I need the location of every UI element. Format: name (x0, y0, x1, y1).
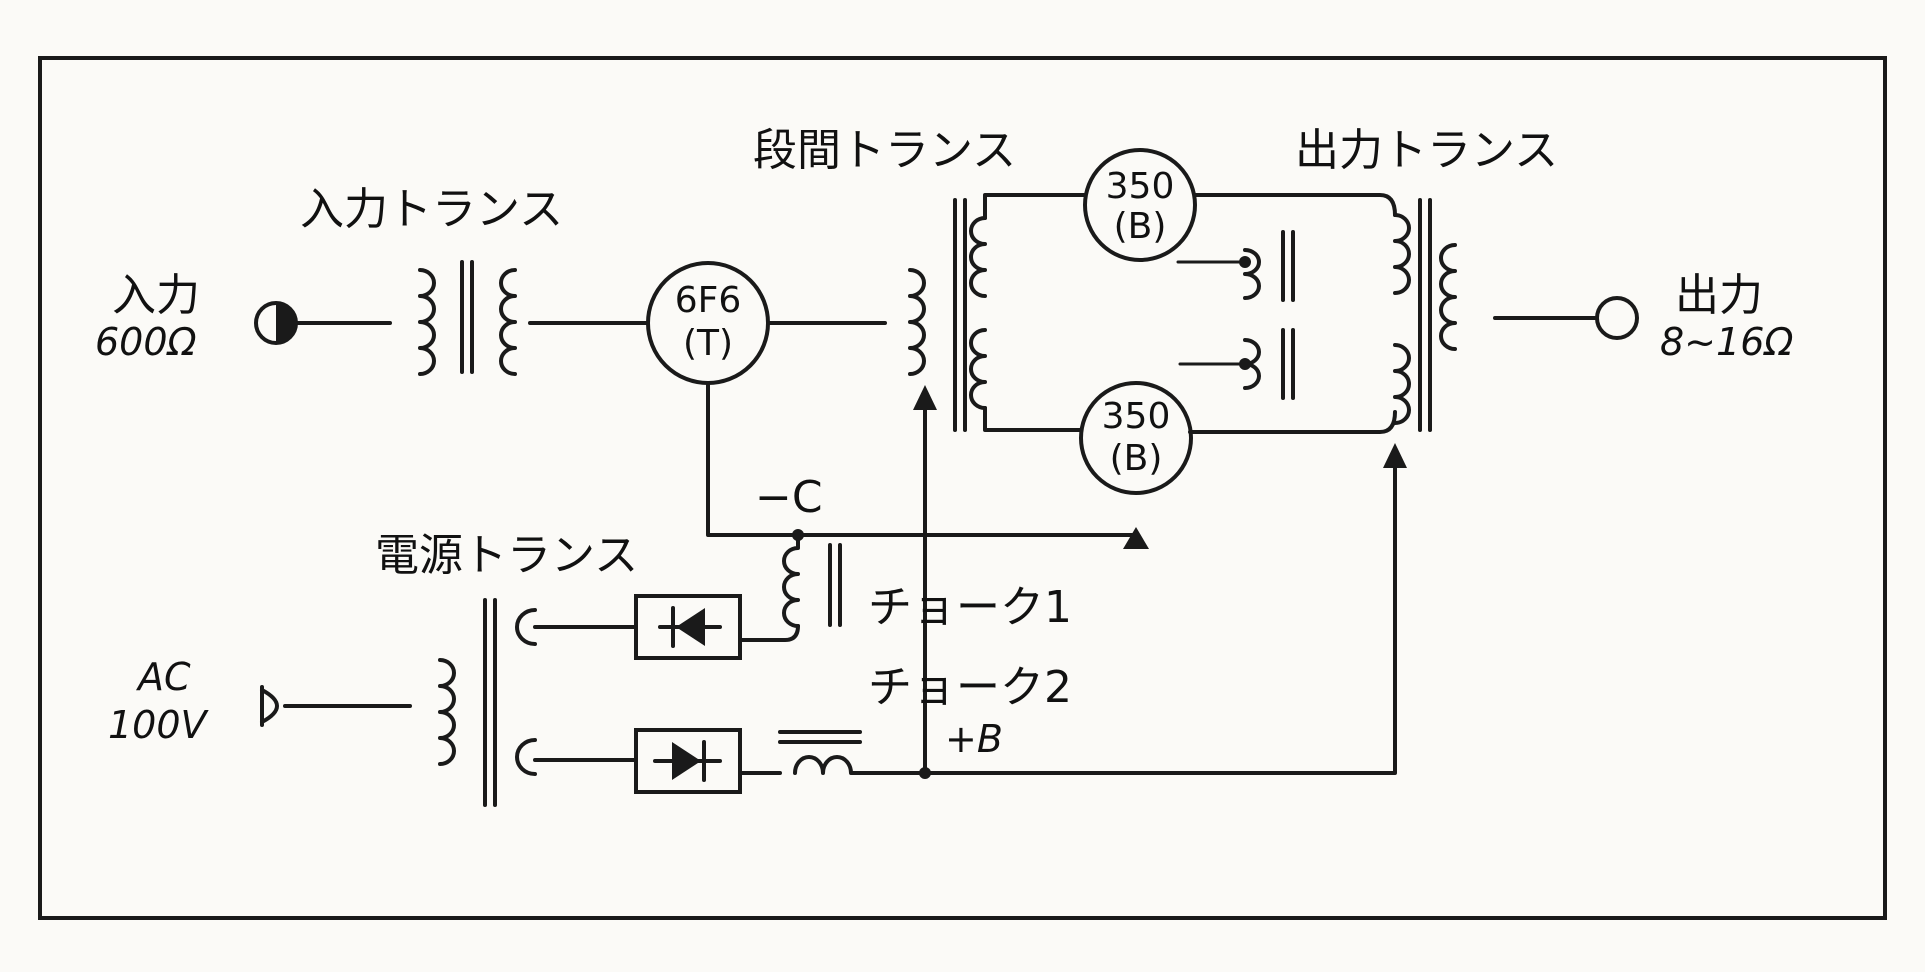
label-output: 出力 (1675, 270, 1763, 321)
rectifier2-diode-icon (634, 728, 742, 794)
label-ac-voltage: 100V (108, 703, 210, 747)
wire-interstage-to-lower-tube (983, 406, 1082, 432)
tube-lower-type: 350 (1102, 396, 1171, 437)
wire-interstage-to-upper-tube (983, 193, 1087, 220)
wire-plus-b (850, 453, 1397, 775)
tube-upper-type: 350 (1106, 166, 1175, 207)
coupling-coil-upper (1176, 230, 1295, 302)
label-power-transformer: 電源トランス (375, 530, 638, 581)
label-choke1: チョーク1 (868, 582, 1072, 633)
bias-arrow-icon (1123, 527, 1149, 549)
label-interstage-transformer: 段間トランス (753, 125, 1016, 176)
label-input: 入力 (112, 270, 200, 321)
power-transformer-symbol (438, 598, 537, 807)
label-input-impedance: 600Ω (95, 320, 197, 364)
label-input-transformer: 入力トランス (300, 184, 563, 235)
choke2-symbol (778, 730, 862, 775)
label-minus-c: −C (755, 472, 823, 523)
label-ac: AC (135, 655, 191, 699)
tube-upper-mode: (B) (1114, 206, 1167, 247)
tube-350-lower: 350 (B) (1079, 381, 1193, 495)
output-transformer-symbol (1393, 198, 1457, 432)
interstage-transformer-symbol (908, 198, 987, 432)
ac-plug-icon (260, 685, 279, 727)
wire-rectifier1-to-choke1 (738, 624, 800, 642)
diagram-frame (38, 56, 1887, 920)
label-output-transformer: 出力トランス (1295, 125, 1558, 176)
tube-6f6-mode: (T) (683, 323, 733, 364)
wire-bias-line (706, 381, 1137, 537)
output-terminal-icon (1595, 296, 1639, 340)
tube-6f6-type: 6F6 (675, 280, 742, 321)
output-arrow-icon (1383, 443, 1407, 468)
label-choke2: チョーク2 (868, 662, 1072, 713)
rectifier1-diode-icon (634, 594, 742, 660)
interstage-arrow-icon (913, 385, 937, 410)
label-output-impedance: 8~16Ω (1660, 320, 1793, 364)
label-plus-b: +B (945, 717, 1003, 761)
input-jack-icon (254, 301, 298, 345)
wire-lower-plate (1188, 410, 1397, 434)
wire-upper-plate (1193, 193, 1397, 217)
tube-6f6: 6F6 (T) (646, 261, 770, 385)
tube-350-upper: 350 (B) (1083, 148, 1197, 262)
tube-lower-mode: (B) (1110, 438, 1163, 479)
choke1-symbol (782, 533, 842, 628)
input-transformer-symbol (418, 260, 517, 376)
coupling-coil-lower (1178, 328, 1295, 400)
